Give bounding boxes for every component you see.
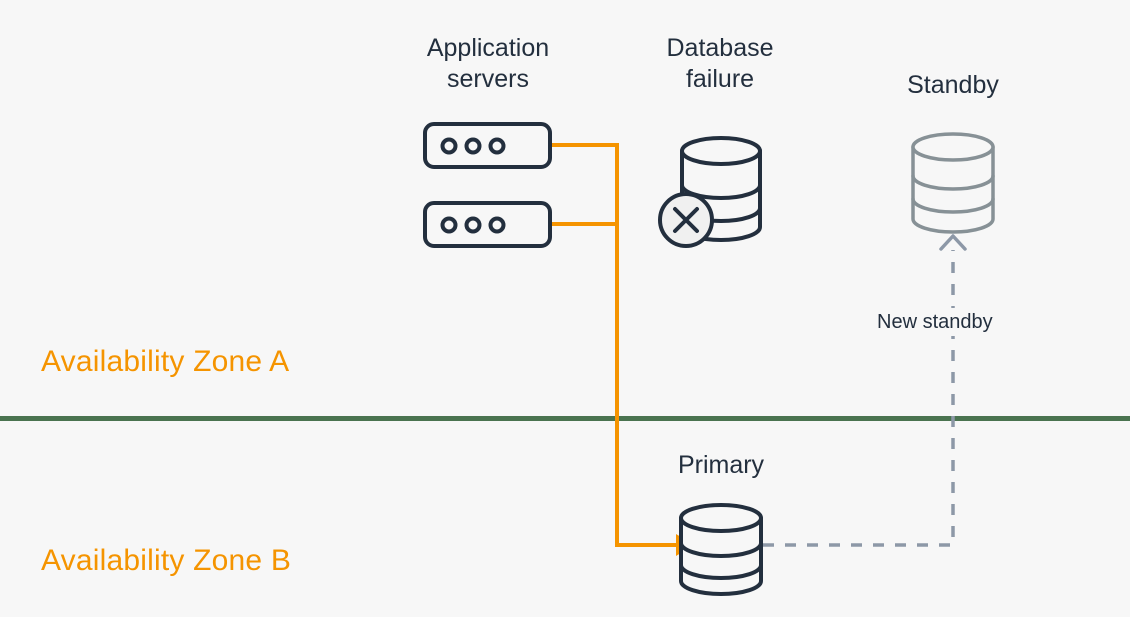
label-new-standby: New standby (869, 308, 1001, 336)
label-primary: Primary (677, 451, 765, 479)
arrowhead-icon-standby (939, 234, 967, 251)
label-availability-zone-a: Availability Zone A (41, 345, 290, 378)
label-standby: Standby (907, 71, 999, 99)
availability-zone-divider (0, 416, 1130, 421)
connector-primary-to-standby (763, 250, 955, 547)
label-availability-zone-b: Availability Zone B (41, 544, 292, 577)
label-application-servers: Application servers (426, 34, 550, 93)
label-database-failure: Database failure (666, 34, 774, 93)
x-circle-icon (658, 192, 714, 248)
app-server-2[interactable] (423, 201, 552, 248)
app-server-1[interactable] (423, 122, 552, 169)
connector-app-servers-to-primary (550, 143, 676, 547)
database-standby[interactable] (911, 132, 995, 234)
database-primary[interactable] (679, 503, 763, 596)
